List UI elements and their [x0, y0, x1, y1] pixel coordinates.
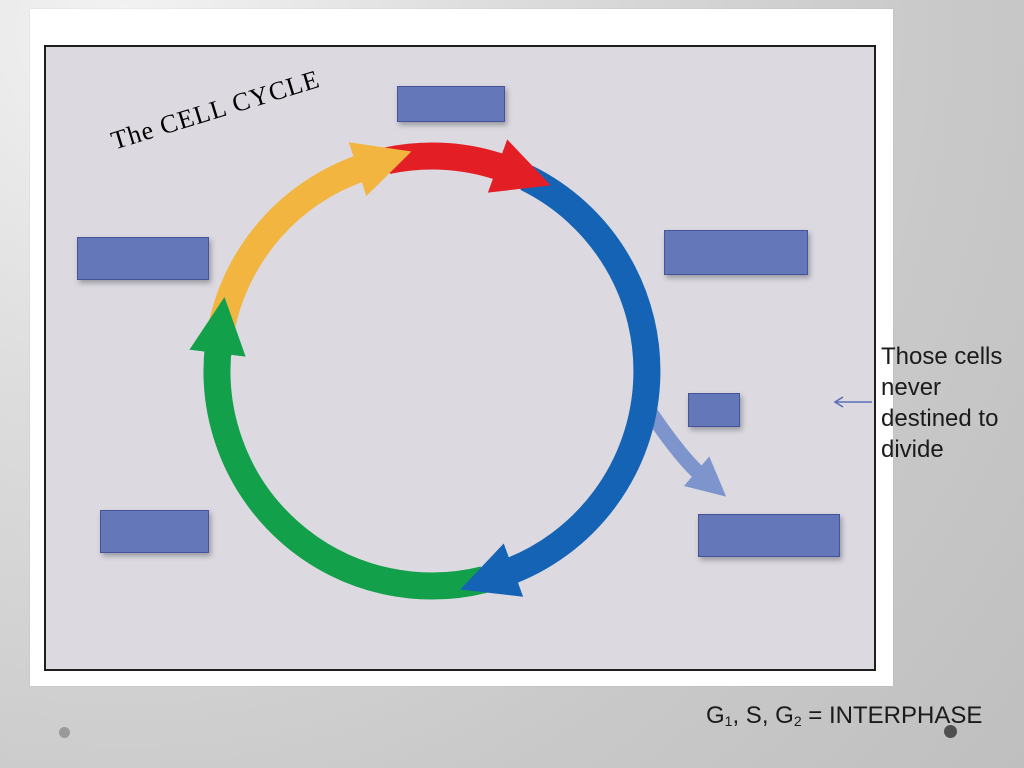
cell-cycle-diagram: The CELL CYCLE	[44, 45, 876, 671]
slide: The CELL CYCLE	[30, 9, 893, 686]
formula-sub2: 2	[793, 713, 802, 729]
note-pointer-arrow	[833, 396, 872, 408]
label-box-upper-left[interactable]	[77, 237, 209, 280]
formula-g1: G	[706, 702, 725, 729]
label-box-top-center[interactable]	[397, 86, 505, 122]
label-box-lower-left[interactable]	[100, 510, 209, 553]
label-box-lower-right[interactable]	[698, 514, 840, 557]
green-arc-segment	[189, 296, 488, 600]
red-arc-segment	[384, 139, 551, 193]
side-note-line: divide	[881, 436, 944, 463]
interphase-formula: G1, S, G2 = INTERPHASE	[706, 702, 982, 730]
yellow-arc-segment	[204, 153, 370, 354]
yellow-arc-arrowhead-overlay	[339, 142, 412, 197]
cycle-arrows-graphic	[189, 139, 872, 600]
formula-sub1: 1	[724, 713, 733, 729]
decoration-dot-right	[944, 725, 957, 738]
formula-end: = INTERPHASE	[801, 702, 983, 729]
formula-mid: , S, G	[732, 702, 794, 729]
side-note: Those cells never destined to divide	[881, 341, 1024, 465]
side-note-line: destined to	[881, 405, 999, 432]
blue-arc-segment	[460, 165, 661, 597]
side-note-line: Those cells	[881, 343, 1003, 370]
label-box-upper-right[interactable]	[664, 230, 808, 275]
side-note-line: never	[881, 374, 942, 401]
decoration-dot-left	[59, 727, 70, 738]
label-box-middle-right-small[interactable]	[688, 393, 740, 427]
